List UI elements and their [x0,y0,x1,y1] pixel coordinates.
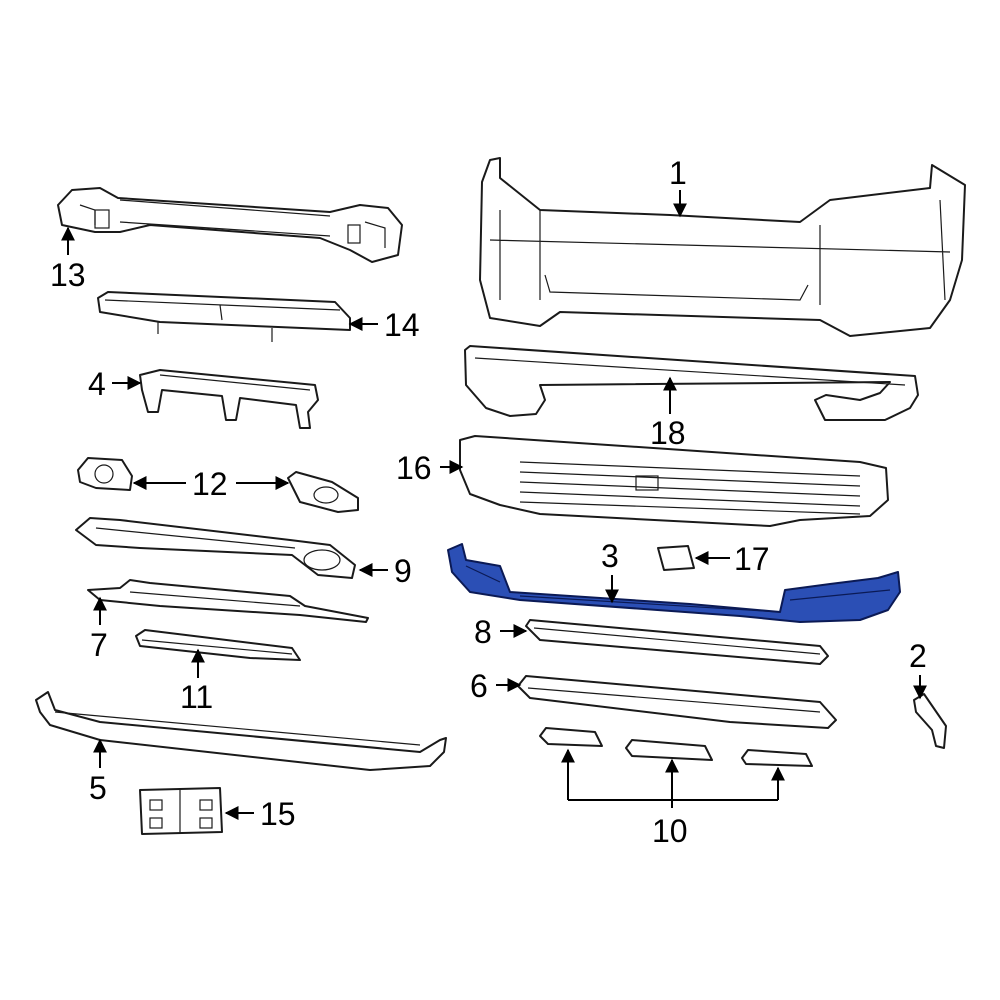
callout-1: 1 [669,155,687,191]
callout-labels: 1 2 3 4 5 6 7 8 9 10 11 12 13 14 15 16 1… [50,155,927,849]
part-18-grille-surround[interactable] [464,345,919,421]
part-1-bumper-cover[interactable] [479,157,966,337]
part-12-fog-lamp-bracket-left[interactable] [77,457,133,491]
callout-15: 15 [260,796,296,832]
callout-11: 11 [180,679,213,715]
callout-9: 9 [394,553,412,589]
part-11-molding[interactable] [135,629,301,661]
part-10-skid-plate-right[interactable] [741,749,813,767]
part-13-reinforcement-beam[interactable] [57,187,403,263]
callout-17: 17 [734,541,770,577]
part-17-cover[interactable] [657,545,695,571]
part-8-trim-strip[interactable] [525,619,829,665]
part-9-valance[interactable] [75,517,356,579]
part-6-lower-valance[interactable] [517,675,837,729]
part-3-lower-fascia[interactable] [447,543,901,623]
callout-6: 6 [470,668,488,704]
callout-7: 7 [90,627,108,663]
part-15-license-bracket[interactable] [139,787,223,835]
part-2-side-bracket[interactable] [913,693,947,749]
callout-18: 18 [650,415,686,451]
callout-12: 12 [192,466,228,502]
callout-4: 4 [88,366,106,402]
callout-3: 3 [601,538,619,574]
part-12-fog-lamp-bracket-right[interactable] [287,471,359,513]
callout-5: 5 [89,770,107,806]
part-10-skid-plate-left[interactable] [539,727,603,747]
part-16-grille[interactable] [459,435,889,527]
part-14-absorber[interactable] [97,291,351,342]
callout-8: 8 [474,614,492,650]
callout-14: 14 [384,307,420,343]
part-5-lower-deflector[interactable] [35,691,447,771]
callout-16: 16 [396,450,432,486]
part-4-bracket[interactable] [139,369,319,429]
part-10-skid-plate-center[interactable] [625,739,713,761]
callout-13: 13 [50,257,86,293]
callout-10: 10 [652,813,688,849]
callout-2: 2 [909,638,927,674]
part-7-lower-trim[interactable] [87,579,369,623]
leader-lines [61,190,927,820]
